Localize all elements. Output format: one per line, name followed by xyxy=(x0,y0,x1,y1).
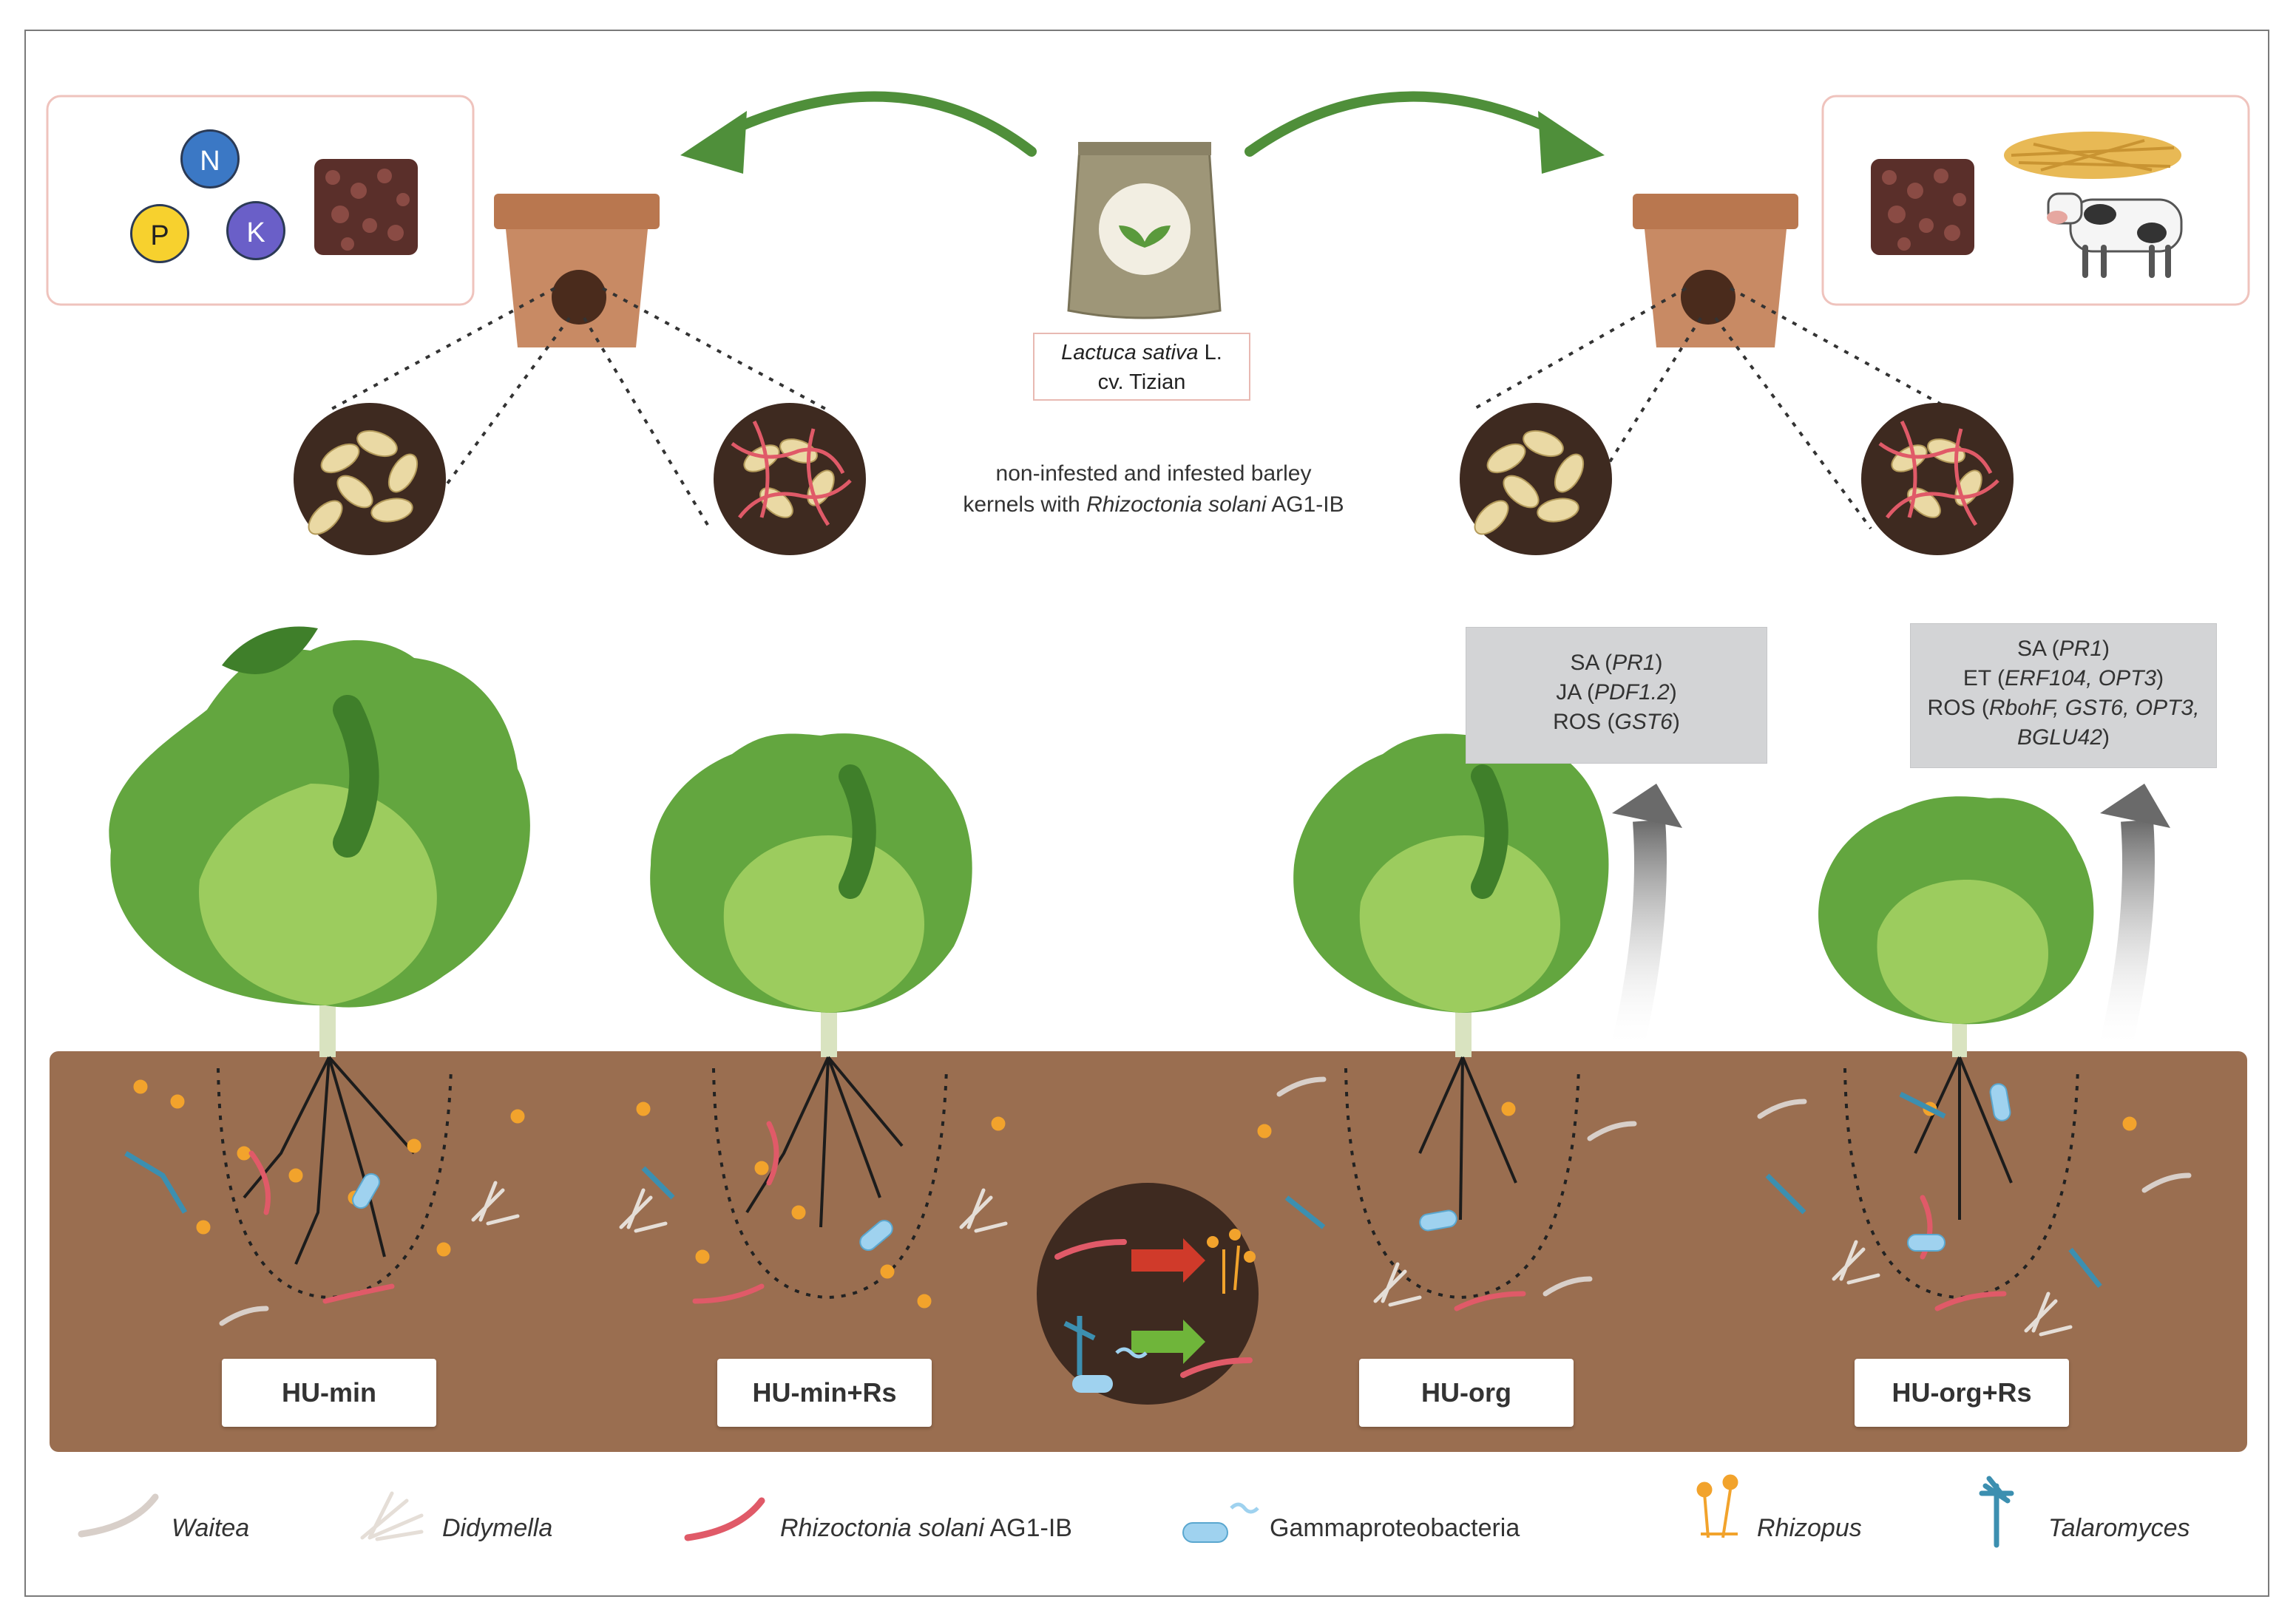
legend-didymella-icon xyxy=(360,1491,424,1541)
arrow-up-org-head xyxy=(1612,784,1682,828)
legend-rhizopus-label: Rhizopus xyxy=(1757,1514,1862,1542)
arrow-up-org xyxy=(1611,819,1667,1054)
legend-rhizoctonia-suffix: AG1-IB xyxy=(983,1514,1073,1542)
straw-icon xyxy=(2004,132,2181,179)
legend-rhizoctonia-label: Rhizoctonia solani xyxy=(780,1514,984,1542)
waitea-marks xyxy=(219,1076,2192,1326)
sa-gene: PR1 xyxy=(2059,637,2103,661)
phosphorus-icon: P xyxy=(130,204,189,263)
legend-talaromyces-icon xyxy=(1979,1476,2014,1548)
bacteria-marks xyxy=(352,1083,2011,1252)
pot-left xyxy=(494,194,660,347)
hormone-box-hu-org-rs: SA (PR1) ET (ERF104, OPT3) ROS (RbohF, G… xyxy=(1910,623,2217,768)
ros-label: ROS ( xyxy=(1927,696,1989,720)
lettuce-hu-org xyxy=(1293,733,1609,1057)
ja-label: JA ( xyxy=(1556,680,1594,705)
et-label: ET ( xyxy=(1963,666,2005,690)
inoculum-note-prefix: kernels with xyxy=(963,492,1087,517)
close-paren: ) xyxy=(2156,666,2164,690)
seed-bag-label: Lactuca sativa L. cv. Tizian xyxy=(1033,333,1250,401)
legend-talaromyces-label: Talaromyces xyxy=(2048,1514,2190,1542)
arrow-to-mineral-head xyxy=(680,111,747,174)
sa-label: SA ( xyxy=(1570,651,1613,675)
legend-gammaproteobacteria: Gammaproteobacteria xyxy=(1270,1514,1520,1543)
seed-bag-icon xyxy=(1067,142,1222,319)
arrow-to-organic-head xyxy=(1538,111,1605,174)
arrow-to-mineral xyxy=(719,91,1037,157)
potassium-icon: K xyxy=(226,201,285,260)
species-suffix: L. xyxy=(1198,341,1222,364)
legend-waitea-label: Waitea xyxy=(172,1514,250,1542)
close-paren: ) xyxy=(1672,710,1680,734)
legend-rhizoctonia-icon xyxy=(684,1497,765,1541)
figure-frame xyxy=(24,30,2269,1597)
lettuce-hu-min-rs xyxy=(650,733,972,1057)
barley-infested-right xyxy=(1861,403,2014,555)
cow-icon xyxy=(2047,192,2183,278)
treatment-label-hu-min: HU-min xyxy=(222,1359,436,1427)
close-paren: ) xyxy=(2102,637,2110,661)
talaromyces-marks xyxy=(124,1091,2102,1289)
ros-label: ROS ( xyxy=(1553,710,1615,734)
barley-noninfested-left xyxy=(294,403,446,555)
legend-bacteria-icon xyxy=(1182,1502,1259,1543)
legend-rhizopus: Rhizopus xyxy=(1757,1514,1862,1543)
cultivar: cv. Tizian xyxy=(1097,370,1186,394)
close-paren: ) xyxy=(2102,725,2110,750)
legend-didymella-label: Didymella xyxy=(442,1514,553,1542)
sa-gene: PR1 xyxy=(1612,651,1656,675)
lettuce-hu-min xyxy=(109,626,530,1057)
legend-rhizopus-icon xyxy=(1696,1474,1738,1538)
et-genes: ERF104, OPT3 xyxy=(2005,666,2157,690)
ros-gene: GST6 xyxy=(1614,710,1673,734)
rhizoctonia-marks xyxy=(248,1121,2007,1311)
compost-icon-right xyxy=(1871,159,1974,255)
ros-genes: RbohF, GST6, OPT3, xyxy=(1988,696,2200,720)
arrow-up-orgrs-head xyxy=(2100,784,2170,828)
inoculum-note-suffix: AG1-IB xyxy=(1266,492,1344,517)
pot-right xyxy=(1633,194,1798,347)
interaction-circle xyxy=(1037,1183,1259,1405)
treatment-label-hu-min-rs: HU-min+Rs xyxy=(717,1359,932,1427)
close-paren: ) xyxy=(1655,651,1663,675)
didymella-marks xyxy=(471,1181,2073,1337)
legend-waitea: Waitea xyxy=(172,1514,249,1543)
lettuce-hu-org-rs xyxy=(1818,796,2094,1057)
close-paren: ) xyxy=(1669,680,1677,705)
legend-rhizoctonia: Rhizoctonia solani AG1-IB xyxy=(780,1514,1072,1543)
inoculum-note-line1: non-infested and infested barley xyxy=(995,461,1312,486)
arrow-up-orgrs xyxy=(2099,819,2155,1054)
treatment-label-hu-org: HU-org xyxy=(1359,1359,1574,1427)
barley-noninfested-right xyxy=(1460,403,1612,555)
species-name: Lactuca sativa xyxy=(1061,341,1199,364)
legend-talaromyces: Talaromyces xyxy=(2048,1514,2190,1543)
arrow-to-organic xyxy=(1244,91,1565,157)
legend-didymella: Didymella xyxy=(442,1514,552,1543)
rhizopus-marks xyxy=(133,1079,2137,1309)
treatment-label-hu-org-rs: HU-org+Rs xyxy=(1855,1359,2069,1427)
nitrogen-icon: N xyxy=(180,129,240,189)
compost-icon-left xyxy=(314,159,418,255)
legend-waitea-icon xyxy=(78,1493,159,1538)
ros-genes-cont: BGLU42 xyxy=(2016,725,2103,750)
legend-gammaproteobacteria-label: Gammaproteobacteria xyxy=(1270,1514,1520,1542)
barley-infested-left xyxy=(714,403,866,555)
hormone-box-hu-org: SA (PR1) JA (PDF1.2) ROS (GST6) xyxy=(1466,627,1767,764)
ja-gene: PDF1.2 xyxy=(1594,680,1670,705)
inoculum-note-species: Rhizoctonia solani xyxy=(1086,492,1267,517)
inoculum-note: non-infested and infested barley kernels… xyxy=(873,458,1435,520)
sa-label: SA ( xyxy=(2016,637,2059,661)
